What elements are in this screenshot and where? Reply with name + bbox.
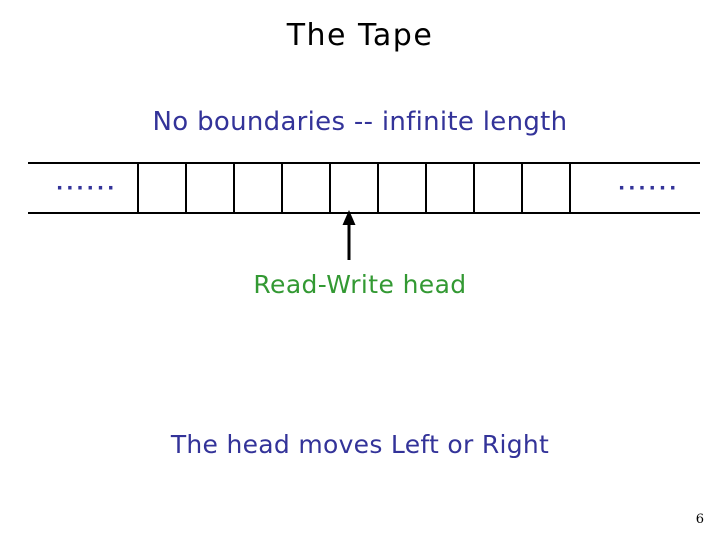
tape-cell-divider: [377, 163, 379, 213]
tape-right-ellipsis: ······: [618, 177, 680, 199]
tape-bottom-edge: [28, 212, 700, 214]
tape-cell-divider: [425, 163, 427, 213]
tape-cell-divider: [185, 163, 187, 213]
tape-cell-divider: [281, 163, 283, 213]
tape-cell-divider: [473, 163, 475, 213]
tape-cell-divider: [569, 163, 571, 213]
head-movement-label: The head moves Left or Right: [170, 430, 550, 459]
tape-cell-divider: [521, 163, 523, 213]
subtitle-no-boundaries: No boundaries -- infinite length: [152, 107, 568, 137]
page-title: The Tape: [286, 18, 434, 53]
read-write-head-label: Read-Write head: [253, 270, 467, 299]
tape-diagram: ······ ······: [28, 162, 700, 214]
tape-cell-divider: [233, 163, 235, 213]
page-number: 6: [695, 512, 704, 527]
tape-cell-divider: [329, 163, 331, 213]
read-write-head-arrow-icon: [342, 210, 356, 260]
tape-cell-divider: [137, 163, 139, 213]
tape-top-edge: [28, 162, 700, 164]
tape-left-ellipsis: ······: [56, 177, 118, 199]
